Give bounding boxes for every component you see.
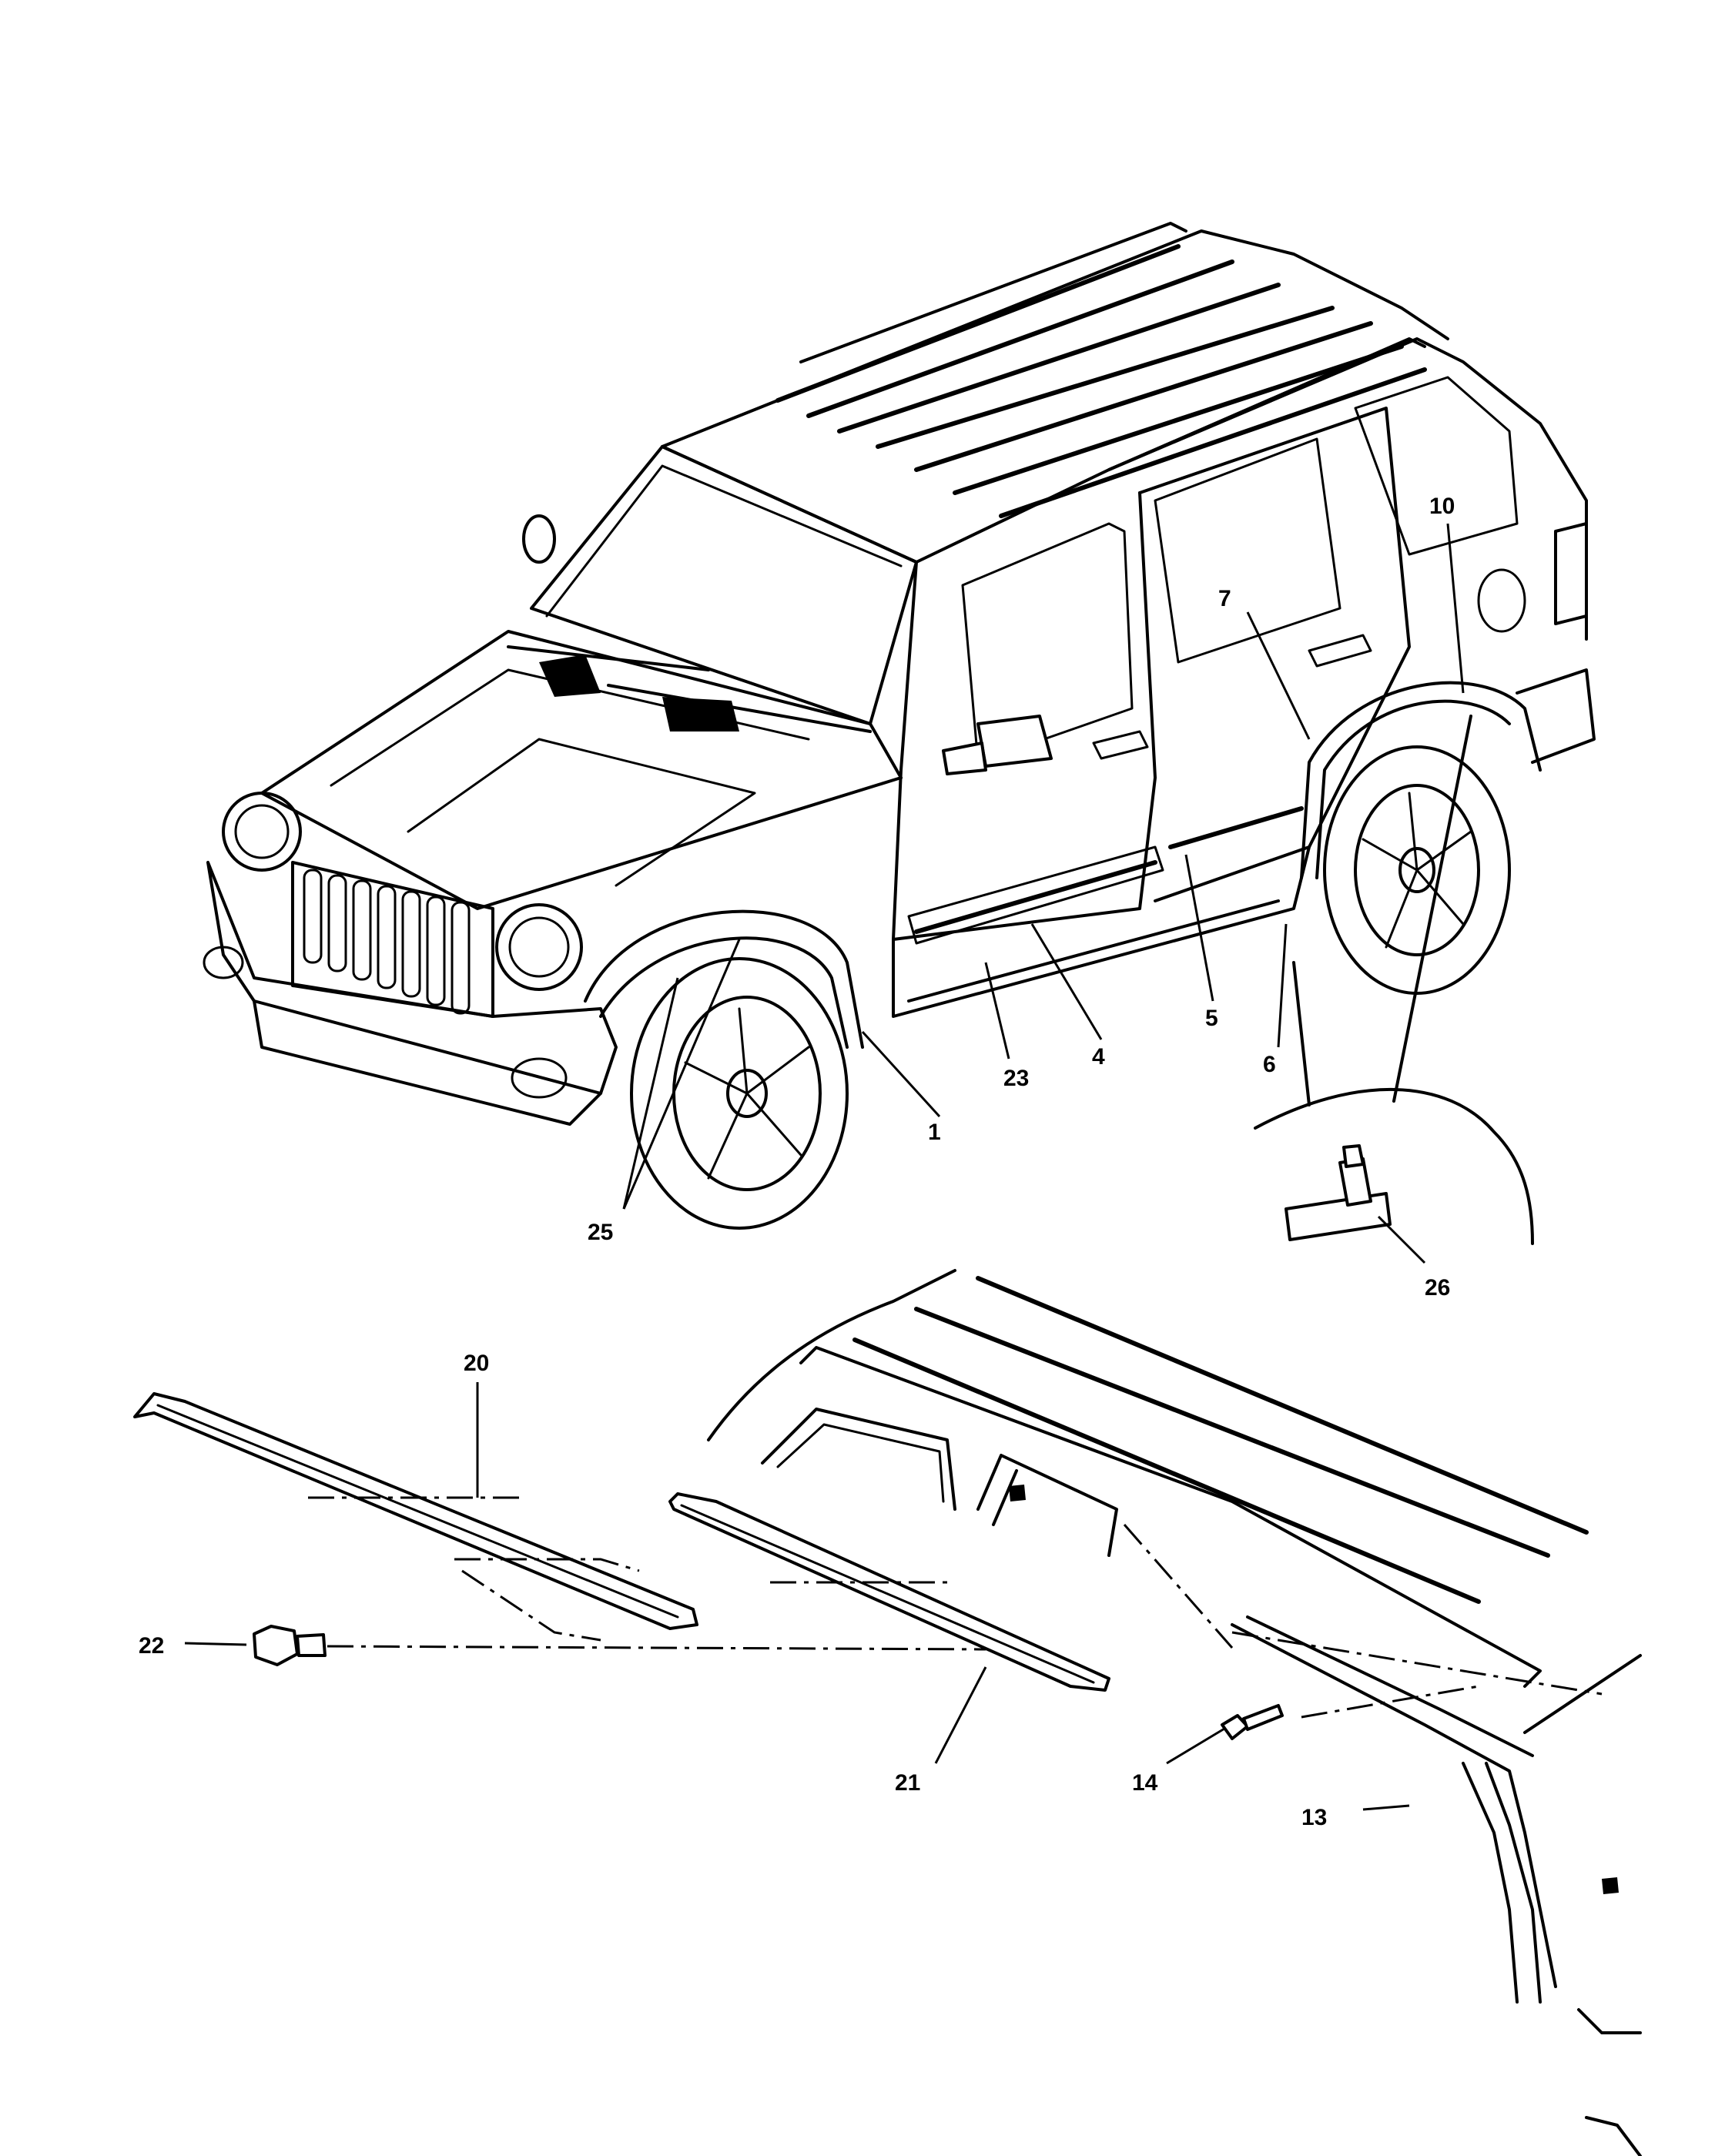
callout-13: 13	[1301, 1805, 1327, 1830]
callout-26: 26	[1425, 1275, 1450, 1301]
callout-6: 6	[1263, 1052, 1276, 1077]
callout-22: 22	[139, 1633, 164, 1659]
callout-21: 21	[895, 1770, 920, 1796]
vehicle-illustration	[203, 222, 1596, 1230]
callout-25: 25	[588, 1220, 613, 1245]
roof-molding-parts	[133, 1392, 1110, 1692]
clip-detail-view	[1254, 715, 1534, 1245]
callout-10: 10	[1429, 494, 1455, 519]
roof-rear-section	[707, 1269, 1642, 2156]
callout-5: 5	[1205, 1006, 1218, 1031]
leader-lines	[184, 523, 1465, 1811]
callout-23: 23	[1003, 1066, 1029, 1091]
callout-7: 7	[1218, 586, 1231, 611]
callout-14: 14	[1132, 1770, 1158, 1796]
callout-labels: 1 4 5 6 7 10 13 14 20 21 22 23 25 26	[139, 494, 1455, 1830]
callout-1: 1	[928, 1120, 941, 1145]
callout-20: 20	[464, 1351, 489, 1376]
callout-4: 4	[1092, 1044, 1105, 1070]
